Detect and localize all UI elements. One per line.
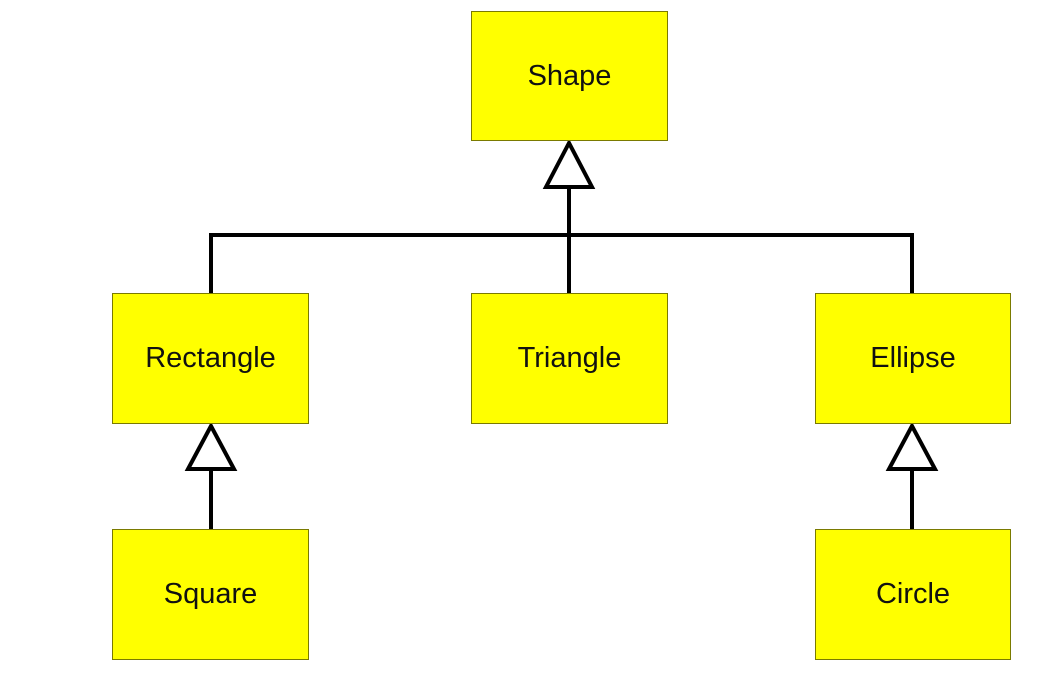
node-rectangle: Rectangle <box>112 293 309 424</box>
inheritance-arrowhead-rectangle <box>184 421 238 471</box>
node-circle: Circle <box>815 529 1011 660</box>
node-ellipse-label: Ellipse <box>870 342 956 374</box>
node-triangle-label: Triangle <box>517 342 622 374</box>
node-square-label: Square <box>163 578 258 610</box>
inheritance-connector-group-rectangle <box>184 421 238 529</box>
inheritance-connector-group-shape <box>209 138 914 293</box>
node-square: Square <box>112 529 309 660</box>
connector-ellipse-to-shape <box>569 233 914 293</box>
node-shape-label: Shape <box>527 59 612 92</box>
inheritance-arrowhead-ellipse <box>885 421 939 471</box>
node-triangle: Triangle <box>471 293 668 424</box>
node-shape: Shape <box>471 11 668 141</box>
node-circle-label: Circle <box>875 578 951 610</box>
node-ellipse: Ellipse <box>815 293 1011 424</box>
node-rectangle-label: Rectangle <box>145 342 276 374</box>
connector-rectangle-to-shape <box>209 233 569 293</box>
inheritance-connector-group-ellipse <box>885 421 939 529</box>
inheritance-arrowhead-shape <box>542 138 596 189</box>
